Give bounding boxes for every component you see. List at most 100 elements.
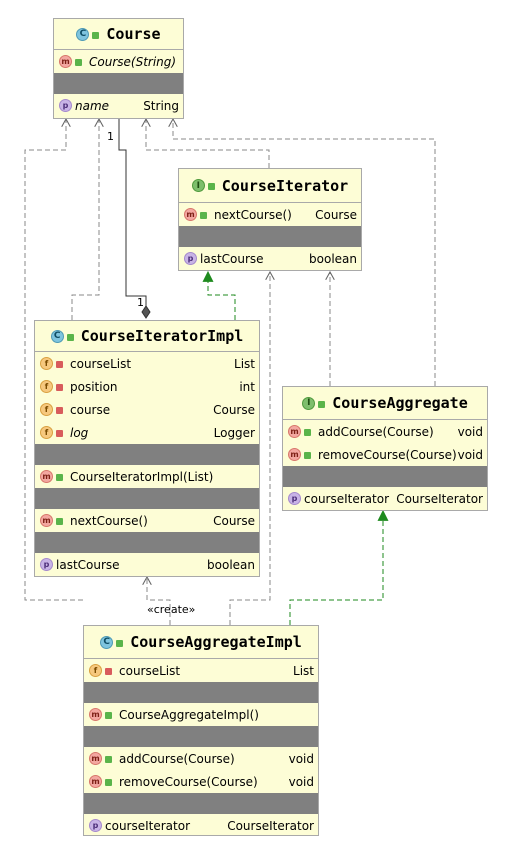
method-icon: m (184, 208, 197, 221)
field-row: f courseList List (35, 352, 259, 375)
property-icon: p (59, 99, 72, 112)
method-row: m removeCourse(Course) void (283, 443, 487, 466)
class-header: I CourseAggregate (283, 387, 487, 420)
public-visibility-icon (207, 183, 215, 190)
method-icon: m (89, 775, 102, 788)
member-name: courseList (70, 356, 132, 371)
class-course[interactable]: C Course m Course(String) p name String (53, 18, 184, 119)
class-title: CourseIterator (221, 176, 349, 195)
public-visibility-icon (75, 59, 82, 66)
field-icon: f (89, 664, 102, 677)
compartment-separator (84, 726, 318, 747)
dep-line-iterator-to-course (146, 119, 270, 168)
member-name: lastCourse (56, 557, 120, 572)
interface-course-aggregate[interactable]: I CourseAggregate m addCourse(Course) vo… (282, 386, 488, 511)
method-icon: m (288, 448, 301, 461)
member-name: addCourse(Course) (318, 424, 434, 439)
dep-line-aggimpl-to-course (24, 119, 83, 601)
method-icon: m (40, 470, 53, 483)
private-lock-icon (105, 668, 112, 675)
compartment-separator (35, 488, 259, 509)
member-type: void (457, 447, 483, 462)
member-name: nextCourse() (70, 513, 148, 528)
member-type: void (288, 774, 314, 789)
public-visibility-icon (66, 333, 74, 341)
interface-course-iterator[interactable]: I CourseIterator m nextCourse() Course p… (178, 168, 362, 271)
create-line (147, 577, 171, 625)
method-icon: m (89, 752, 102, 765)
member-type: CourseIterator (227, 818, 314, 833)
member-type: Logger (213, 425, 255, 440)
property-icon: p (89, 819, 102, 832)
class-header: C Course (54, 19, 183, 50)
member-type: boolean (207, 557, 255, 572)
class-header: C CourseIteratorImpl (35, 321, 259, 352)
member-name: course (70, 402, 111, 417)
realization-line-iterimpl (202, 270, 236, 320)
compartment-separator (84, 793, 318, 814)
field-row: f course Course (35, 398, 259, 421)
property-icon: p (288, 492, 301, 505)
member-name: lastCourse (200, 251, 264, 266)
multiplicity-label: 1 (107, 130, 114, 143)
public-visibility-icon (116, 639, 124, 647)
class-course-iterator-impl[interactable]: C CourseIteratorImpl f courseList List f… (34, 320, 260, 577)
member-type: void (457, 424, 483, 439)
member-type: boolean (309, 251, 357, 266)
member-name: removeCourse(Course) (119, 774, 258, 789)
property-row: p lastCourse boolean (179, 247, 361, 270)
field-row: f log Logger (35, 421, 259, 444)
method-row: m nextCourse() Course (35, 509, 259, 532)
method-row: m addCourse(Course) void (84, 747, 318, 770)
method-icon: m (59, 55, 72, 68)
multiplicity-label: 1 (137, 296, 144, 309)
property-row: p lastCourse boolean (35, 553, 259, 576)
class-title: Course (106, 25, 161, 43)
dep-line-aggimpl-to-iterator (229, 272, 270, 625)
class-kind-icon: C (76, 27, 90, 41)
member-type: Course (213, 513, 255, 528)
field-icon: f (40, 357, 53, 370)
property-row: p name String (54, 94, 183, 117)
member-name: courseIterator (105, 818, 191, 833)
method-icon: m (89, 708, 102, 721)
compartment-separator (283, 466, 487, 487)
method-row: m addCourse(Course) void (283, 420, 487, 443)
public-visibility-icon (318, 400, 326, 408)
method-row: m removeCourse(Course) void (84, 770, 318, 793)
public-visibility-icon (200, 212, 207, 219)
class-title: CourseAggregate (332, 394, 468, 412)
field-icon: f (40, 380, 53, 393)
compartment-separator (54, 73, 183, 94)
compartment-separator (35, 532, 259, 553)
method-row: m nextCourse() Course (179, 203, 361, 226)
public-visibility-icon (105, 712, 112, 719)
dep-line-iterimpl-to-course (71, 119, 99, 320)
field-icon: f (40, 403, 53, 416)
member-name: nextCourse() (214, 207, 292, 222)
private-lock-icon (56, 361, 63, 368)
private-lock-icon (56, 430, 63, 437)
compartment-separator (179, 226, 361, 247)
member-name: courseIterator (304, 491, 390, 506)
field-row: f courseList List (84, 659, 318, 682)
member-type: void (288, 751, 314, 766)
create-stereotype-label: «create» (147, 603, 196, 616)
class-kind-icon: C (50, 329, 64, 343)
constructor-row: m Course(String) (54, 50, 183, 73)
field-row: f position int (35, 375, 259, 398)
member-name: log (70, 425, 89, 440)
public-visibility-icon (105, 756, 112, 763)
class-header: I CourseIterator (179, 169, 361, 203)
class-title: CourseAggregateImpl (130, 633, 302, 651)
member-name: name (75, 98, 110, 113)
class-course-aggregate-impl[interactable]: C CourseAggregateImpl f courseList List … (83, 625, 319, 836)
class-header: C CourseAggregateImpl (84, 626, 318, 659)
constructor-row: m CourseIteratorImpl(List) (35, 465, 259, 488)
composition-line (118, 119, 147, 306)
static-field-icon: f (40, 426, 53, 439)
interface-kind-icon: I (302, 396, 316, 410)
member-type: List (293, 663, 314, 678)
member-type: Course (315, 207, 357, 222)
